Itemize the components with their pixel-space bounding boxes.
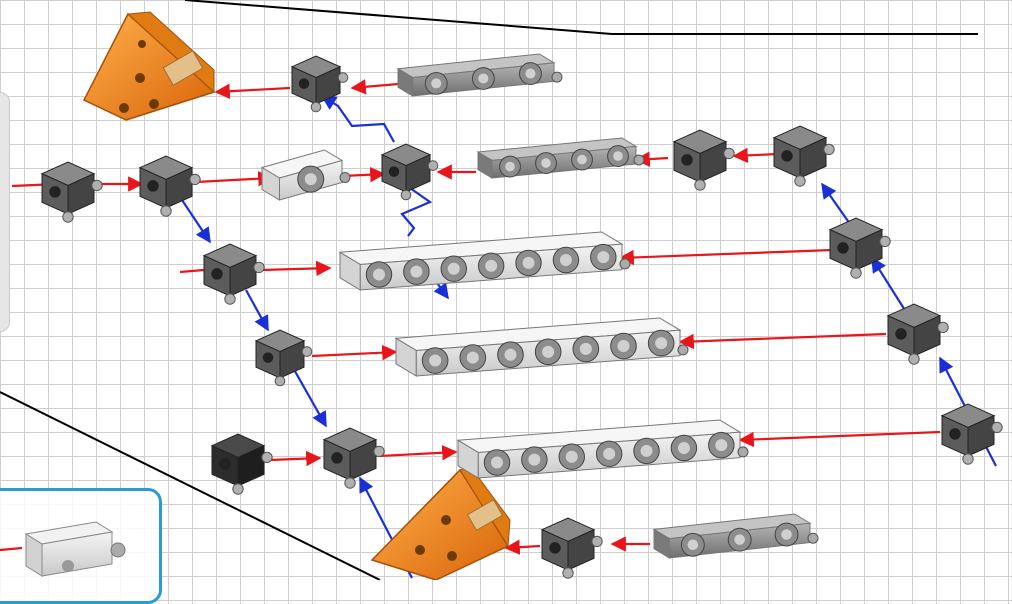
cube-node-icon [138, 155, 201, 217]
cube-node-icon [40, 161, 103, 223]
forward-link [379, 445, 458, 461]
socket-bar-icon [652, 513, 819, 559]
side-link [245, 289, 269, 332]
cube-node-icon [322, 427, 385, 489]
forward-link [0, 546, 23, 552]
forward-link [214, 83, 291, 99]
cube-node-icon [540, 517, 603, 579]
cube-node-icon [828, 217, 891, 279]
forward-link [269, 450, 322, 467]
inset-part [24, 521, 126, 577]
cube-node-icon [210, 433, 273, 495]
cube-node-icon [254, 329, 313, 387]
side-link [291, 365, 327, 428]
socket-bar-icon [396, 53, 563, 97]
cube-node-icon [886, 303, 949, 365]
forward-link [350, 79, 399, 95]
leader-line-top [184, 0, 978, 35]
forward-link [618, 248, 833, 266]
side-link [400, 187, 433, 237]
forward-link [738, 430, 941, 448]
cube-node-icon [672, 129, 735, 191]
side-link [821, 182, 851, 225]
forward-link [504, 539, 541, 555]
side-link [177, 193, 211, 244]
forward-link [732, 147, 779, 164]
triangle-connector-icon [370, 465, 511, 580]
socket-bar-icon [394, 317, 689, 377]
forward-link [261, 260, 332, 277]
leader-line-bottom [0, 391, 381, 580]
socket-bar-icon [260, 149, 351, 201]
assembly-diagram [0, 0, 1003, 580]
side-link [320, 95, 395, 143]
socket-bar-icon [338, 231, 631, 291]
socket-bar-icon [476, 137, 645, 179]
cube-node-icon [380, 143, 439, 201]
forward-link [195, 171, 274, 187]
forward-link [179, 268, 205, 274]
cube-node-icon [290, 55, 349, 113]
socket-bar-icon [456, 419, 749, 479]
cube-node-icon [772, 125, 835, 187]
triangle-connector-icon [82, 11, 216, 121]
forward-link [678, 332, 887, 350]
forward-link [311, 344, 398, 361]
cube-node-icon [940, 403, 1003, 465]
cube-node-icon [202, 243, 265, 305]
